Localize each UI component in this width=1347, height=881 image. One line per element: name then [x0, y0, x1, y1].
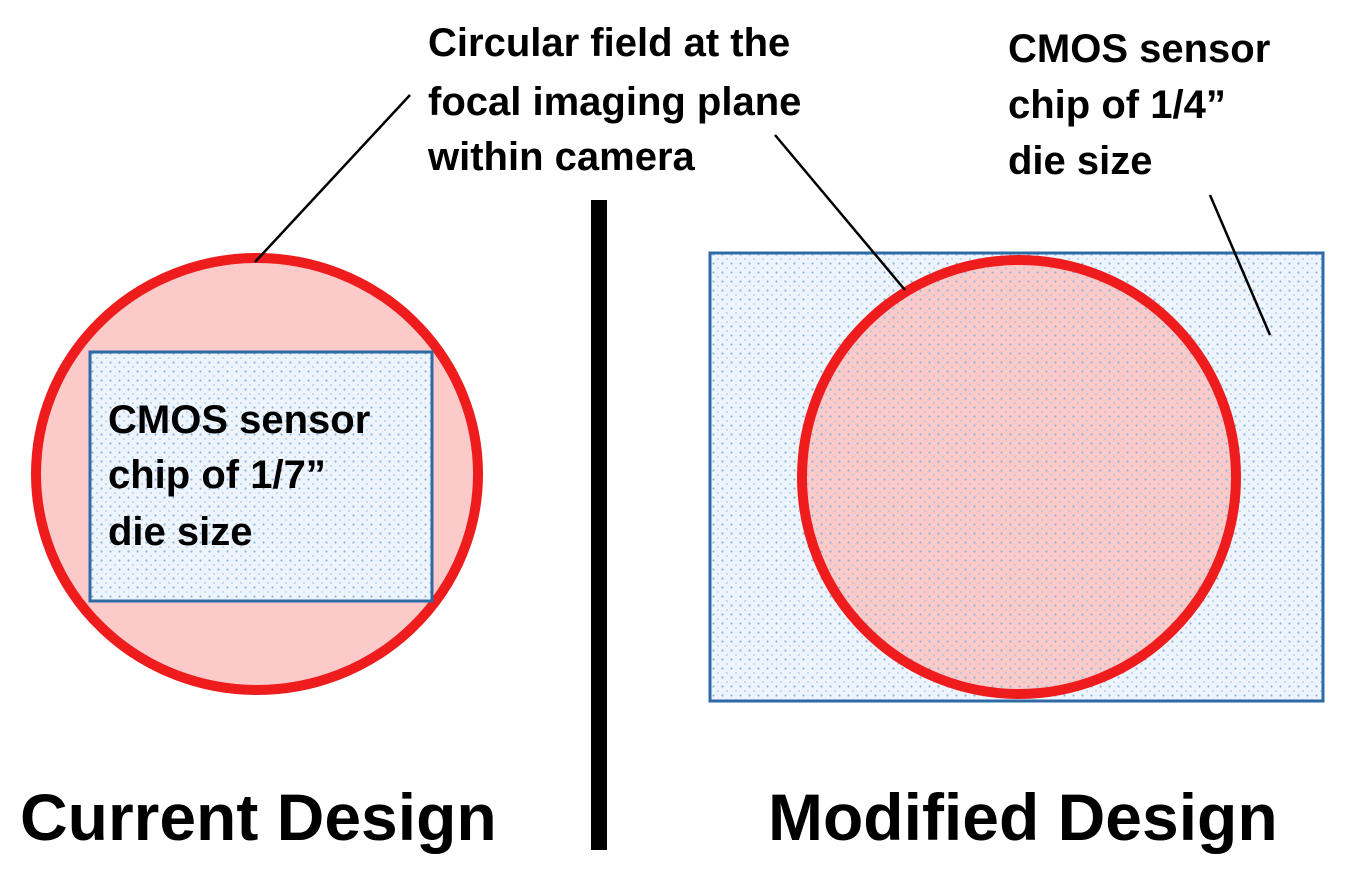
circular-field-label-line1: Circular field at the: [428, 21, 790, 65]
modified-field-leader-line: [774, 134, 906, 291]
circular-field-label: Circular field at the focal imaging plan…: [427, 21, 801, 179]
current-sensor-label-line1: CMOS sensor: [108, 398, 370, 442]
current-sensor-chip: [88, 350, 434, 603]
modified-sensor-label-line2: chip of 1/4”: [1008, 83, 1226, 127]
circular-field-label-line3: within camera: [427, 135, 696, 179]
current-sensor-label-line3: die size: [108, 510, 253, 554]
current-design-panel: CMOS sensor chip of 1/7” die size Curren…: [20, 94, 497, 854]
modified-sensor-leader-line: [1208, 194, 1272, 336]
current-field-leader-line: [254, 94, 411, 263]
modified-sensor-label-line1: CMOS sensor: [1008, 27, 1270, 71]
modified-design-title: Modified Design: [768, 780, 1278, 854]
current-design-title: Current Design: [20, 780, 497, 854]
circular-field-label-line2: focal imaging plane: [428, 80, 801, 124]
modified-circular-field-outline: [797, 255, 1241, 699]
modified-sensor-chip: [708, 251, 1325, 703]
current-sensor-label: CMOS sensor chip of 1/7” die size: [108, 398, 370, 554]
panel-divider: [591, 200, 607, 850]
current-sensor-label-line2: chip of 1/7”: [108, 453, 326, 497]
modified-design-panel: CMOS sensor chip of 1/4” die size Modifi…: [708, 27, 1325, 854]
modified-sensor-label: CMOS sensor chip of 1/4” die size: [1008, 27, 1270, 183]
modified-sensor-label-line3: die size: [1008, 139, 1153, 183]
